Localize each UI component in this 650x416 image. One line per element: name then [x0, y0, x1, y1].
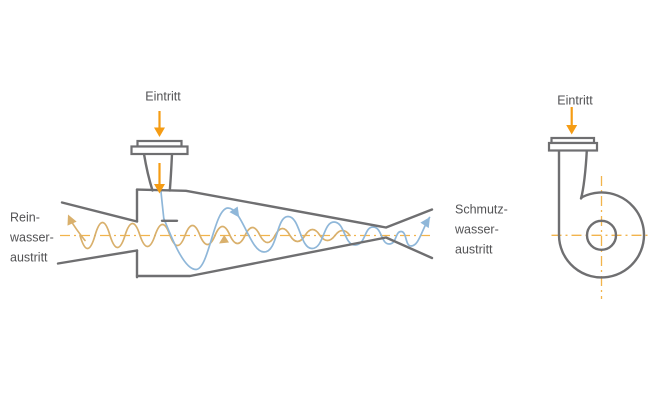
inlet-arrow-icon [154, 127, 165, 137]
left-inlet-label: Eintritt [145, 90, 181, 104]
rotation-arrowhead-icon [219, 234, 230, 244]
vortex-core-circle [585, 219, 618, 252]
right-inlet-label: Eintritt [557, 94, 593, 108]
clean-nozzle-top [60, 201, 139, 223]
svg-text:wasser-: wasser- [9, 231, 54, 245]
inlet-arrow-inner-icon [154, 184, 165, 194]
svg-text:Rein-: Rein- [10, 211, 40, 225]
svg-text:Schmutz-: Schmutz- [455, 203, 508, 217]
svg-text:austritt: austritt [10, 251, 48, 265]
dirty-water-outlet-label: Schmutz- wasser- austritt [454, 203, 508, 257]
inlet-neck-left [142, 152, 154, 192]
right-inlet-arrow-icon [566, 125, 578, 135]
spiral-arrowhead-icon [229, 206, 240, 218]
inlet-flange-base [130, 145, 189, 156]
clean-water-outlet-label: Rein- wasser- austritt [9, 211, 54, 265]
svg-text:wasser-: wasser- [454, 223, 499, 237]
clean-nozzle-bottom [56, 249, 139, 265]
cyclone-front-view: Eintritt [547, 94, 649, 299]
cyclone-side-view: Eintritt Rein- wasser- austritt Schmutz-… [9, 90, 508, 279]
right-inlet-flange-base [547, 141, 599, 152]
inlet-neck-right [168, 152, 174, 192]
clean-outlet-arrow-icon [67, 214, 77, 226]
body-top-edge [135, 188, 434, 229]
volute-outline [557, 149, 646, 279]
body-bottom-edge [135, 236, 434, 278]
dirty-outlet-arrow-icon [420, 217, 430, 229]
spiral-flow-wave [162, 207, 431, 271]
svg-text:austritt: austritt [455, 243, 493, 257]
